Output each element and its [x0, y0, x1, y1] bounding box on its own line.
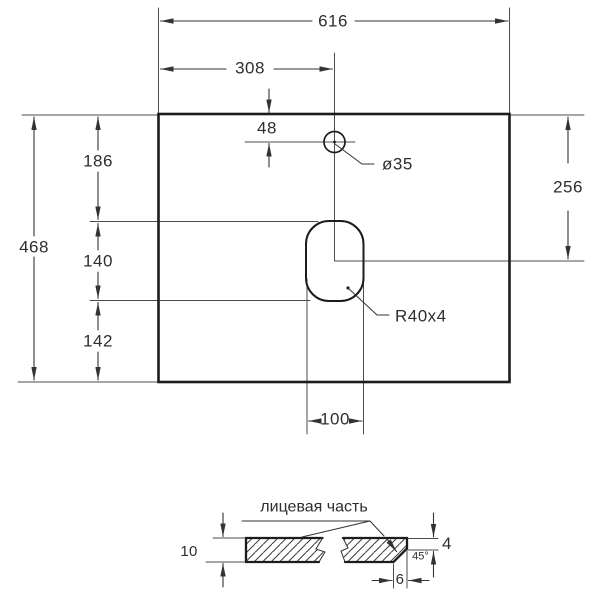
chamfer-angle-arrow — [386, 538, 398, 553]
dim-48-label: 48 — [257, 119, 277, 138]
plan-view: 616 308 48 468 186 140 142 256 100 ø35 R… — [17, 7, 585, 435]
face-side-leader — [241, 520, 385, 538]
dim-186-label: 186 — [83, 152, 113, 171]
face-side-label: лицевая часть — [260, 499, 367, 516]
section-outlines — [244, 536, 409, 564]
cutout-radius-label: R40x4 — [395, 307, 447, 326]
faucet-hole — [323, 130, 346, 154]
section-left-piece — [246, 538, 325, 562]
dim-142-label: 142 — [83, 332, 113, 351]
section-view: лицевая часть 10 4 45° 6 — [180, 499, 452, 589]
section-extension-lines — [205, 537, 439, 589]
cutout-leader — [347, 287, 390, 316]
countertop-outline — [157, 112, 511, 384]
dim-140-label: 140 — [83, 252, 113, 271]
centerlines — [244, 52, 585, 262]
dim-6-label: 6 — [396, 571, 405, 588]
faucet-hole-center-dot — [333, 140, 336, 144]
hole-diameter-label: ø35 — [382, 155, 413, 174]
dim-256-label: 256 — [553, 178, 583, 197]
sink-cutout — [305, 220, 365, 302]
dim-10-label: 10 — [180, 543, 197, 560]
extension-lines — [17, 7, 585, 435]
hole-leader — [334, 143, 375, 165]
dimension-lines — [31, 18, 571, 424]
dim-308-label: 308 — [235, 59, 265, 78]
angle-45-label: 45° — [412, 551, 429, 563]
section-dimension-lines — [220, 512, 437, 588]
dim-616-label: 616 — [318, 12, 348, 31]
leader-lines — [334, 143, 390, 316]
dim-4-label: 4 — [442, 534, 452, 553]
section-break-lines — [315, 537, 349, 563]
dim-468-label: 468 — [19, 238, 49, 257]
dim-100-label: 100 — [320, 410, 350, 429]
